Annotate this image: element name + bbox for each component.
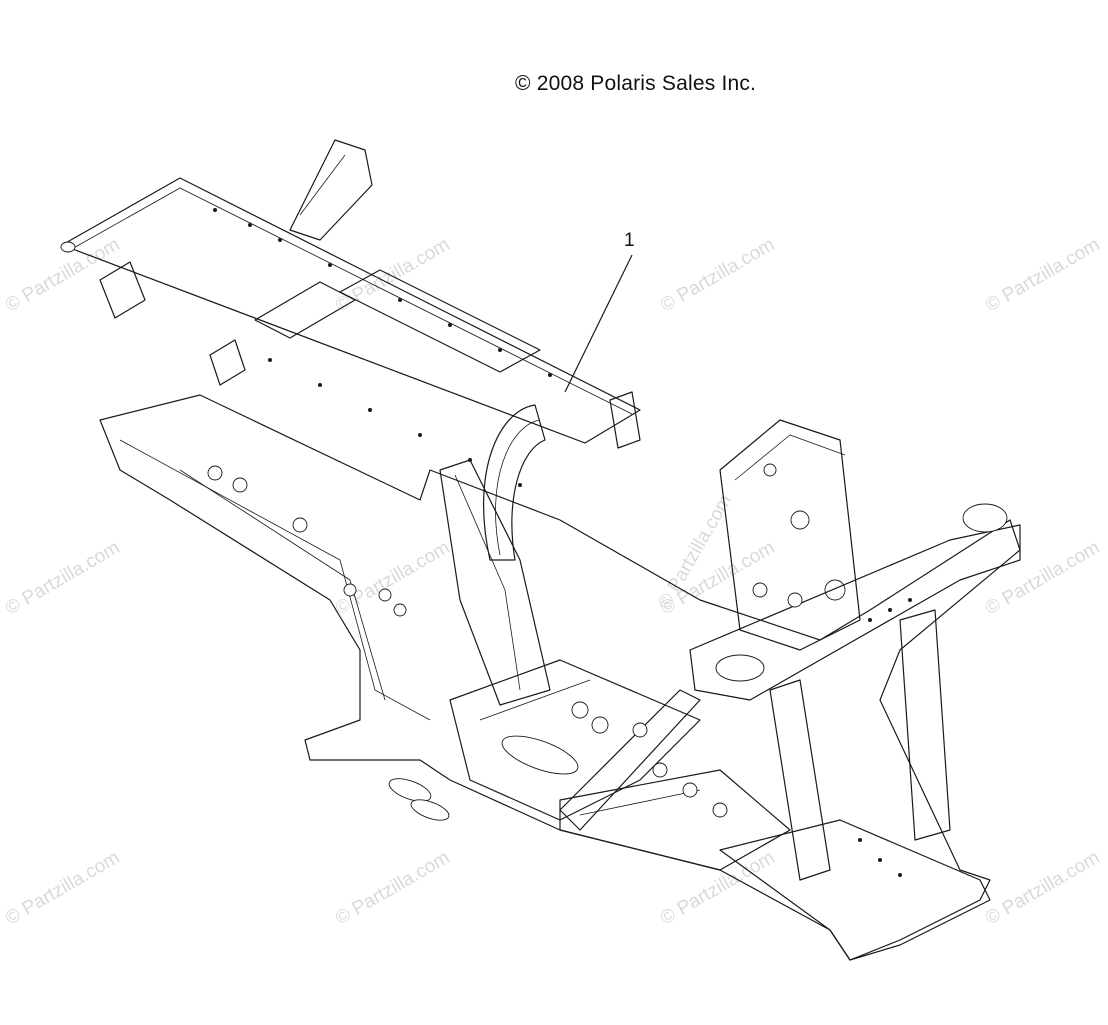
center-hoop bbox=[482, 404, 546, 561]
watermark: © Partzilla.com bbox=[657, 847, 778, 929]
watermark: © Partzilla.com bbox=[332, 537, 453, 619]
watermark: © Partzilla.com bbox=[657, 234, 778, 316]
callout-leader bbox=[564, 254, 633, 393]
watermark: © Partzilla.com bbox=[982, 537, 1103, 619]
lower-frame bbox=[99, 394, 1021, 961]
watermark: © Partzilla.com bbox=[332, 234, 453, 316]
watermark: © Partzilla.com bbox=[2, 847, 123, 929]
frame-holes bbox=[207, 208, 912, 877]
watermark: © Partzilla.com bbox=[982, 234, 1103, 316]
copyright-notice: © 2008 Polaris Sales Inc. bbox=[515, 72, 757, 95]
watermark: © Partzilla.com bbox=[332, 847, 453, 929]
watermarks: © Partzilla.com © Partzilla.com © Partzi… bbox=[2, 234, 1103, 929]
part-callout-label: 1 bbox=[624, 230, 635, 251]
watermark: © Partzilla.com bbox=[2, 537, 123, 619]
upper-rail bbox=[60, 139, 641, 449]
watermark: © Partzilla.com bbox=[982, 847, 1103, 929]
